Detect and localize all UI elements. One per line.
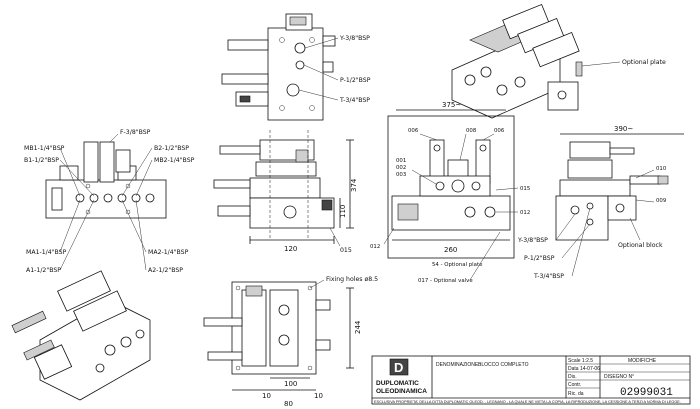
label-optional-block: Optional block [618,242,663,249]
label-a2: A2-1/2"BSP [148,267,183,274]
brand-line2: OLEODINAMICA [376,388,427,395]
label-right-010: 010 [656,166,667,172]
label-b1: B1-1/2"BSP [24,157,59,164]
modifiche: MODIFICHE [628,358,657,364]
label-side-017: 017 - Optional valve [418,278,473,284]
ric: Ric. da [568,391,584,397]
left-front-view: F-3/8"BSP MB1-1/4"BSP B1-1/2"BSP B2-1/2"… [24,129,195,274]
label-fixing-holes: Fixing holes ø8.5 [326,276,378,283]
label-mb2: MB2-1/4"BSP [154,157,195,164]
dim-260: 260 [444,246,457,254]
isometric-top-right: Optional plate [451,3,666,119]
drawing-number: 02999031 [620,387,673,399]
isometric-bottom-left [11,270,151,401]
label-side-002: 002 [396,165,406,171]
dim-80: 80 [284,400,293,408]
label-b2: B2-1/2"BSP [154,145,189,152]
label-side-003: 003 [396,172,406,178]
denominazione-value: BLOCCO COMPLETO [478,362,529,368]
label-side-006a: 006 [408,128,419,134]
brand-line1: DUPLOMATIC [376,380,419,387]
label-side-54: 54 - Optional plate [432,262,483,268]
top-view: Y-3/8"BSP P-1/2"BSP T-3/4"BSP [221,13,371,121]
disegno-label: DISEGNO N° [604,374,634,380]
label-top-p: P-1/2"BSP [340,77,371,84]
label-side-012b: 012 [370,244,380,250]
label-right-p: P-1/2"BSP [524,255,555,262]
brand-logo [389,358,409,376]
label-side-006b: 006 [494,128,505,134]
right-side-view: 390~ 010 009 Optional block Y-3/8"BSP P-… [517,125,684,280]
label-center-015: 015 [340,247,352,254]
title-block: D DUPLOMATIC OLEODINAMICA DENOMINAZIONE … [371,355,691,405]
dim-375: 375~ [442,101,461,109]
side-view: 375~ 006 008 006 001 002 003 015 012 012… [370,101,530,284]
scale: Scale 1:2.5 [568,358,593,364]
dim-10b: 10 [314,392,323,400]
label-side-001: 001 [396,158,406,164]
label-side-015: 015 [520,186,530,192]
contr: Contr. [568,382,581,388]
dis: Dis. [568,374,577,380]
dim-244: 244 [354,320,362,334]
dim-110: 110 [339,205,347,218]
label-ma1: MA1-1/4"BSP [26,249,67,256]
dim-120: 120 [284,245,297,253]
dim-100: 100 [284,380,297,388]
label-top-t: T-3/4"BSP [339,97,370,104]
label-f: F-3/8"BSP [120,129,151,136]
label-optional-plate: Optional plate [622,59,666,66]
label-top-y: Y-3/8"BSP [339,35,370,42]
label-right-009: 009 [656,198,667,204]
label-mb1: MB1-1/4"BSP [24,145,65,152]
dim-374: 374 [350,178,358,192]
label-a1: A1-1/2"BSP [26,267,61,274]
label-right-y: Y-3/8"BSP [517,237,548,244]
center-front-view: 120 374 110 015 [213,130,358,254]
dim-390: 390~ [614,125,633,133]
label-side-012: 012 [520,210,530,216]
label-ma2: MA2-1/4"BSP [148,249,189,256]
label-side-008: 008 [466,128,477,134]
bottom-plan-view: Fixing holes ø8.5 244 100 10 10 80 [203,276,378,408]
denominazione-label: DENOMINAZIONE : [436,362,481,368]
footer-text: ESCLUSIVA PROPRIETA' DELLA DITTA DUPLOMA… [374,400,681,404]
dim-10a: 10 [262,392,271,400]
date: Data 14-07-06 [568,366,600,372]
svg-text:D: D [394,360,403,375]
label-right-t: T-3/4"BSP [533,273,564,280]
